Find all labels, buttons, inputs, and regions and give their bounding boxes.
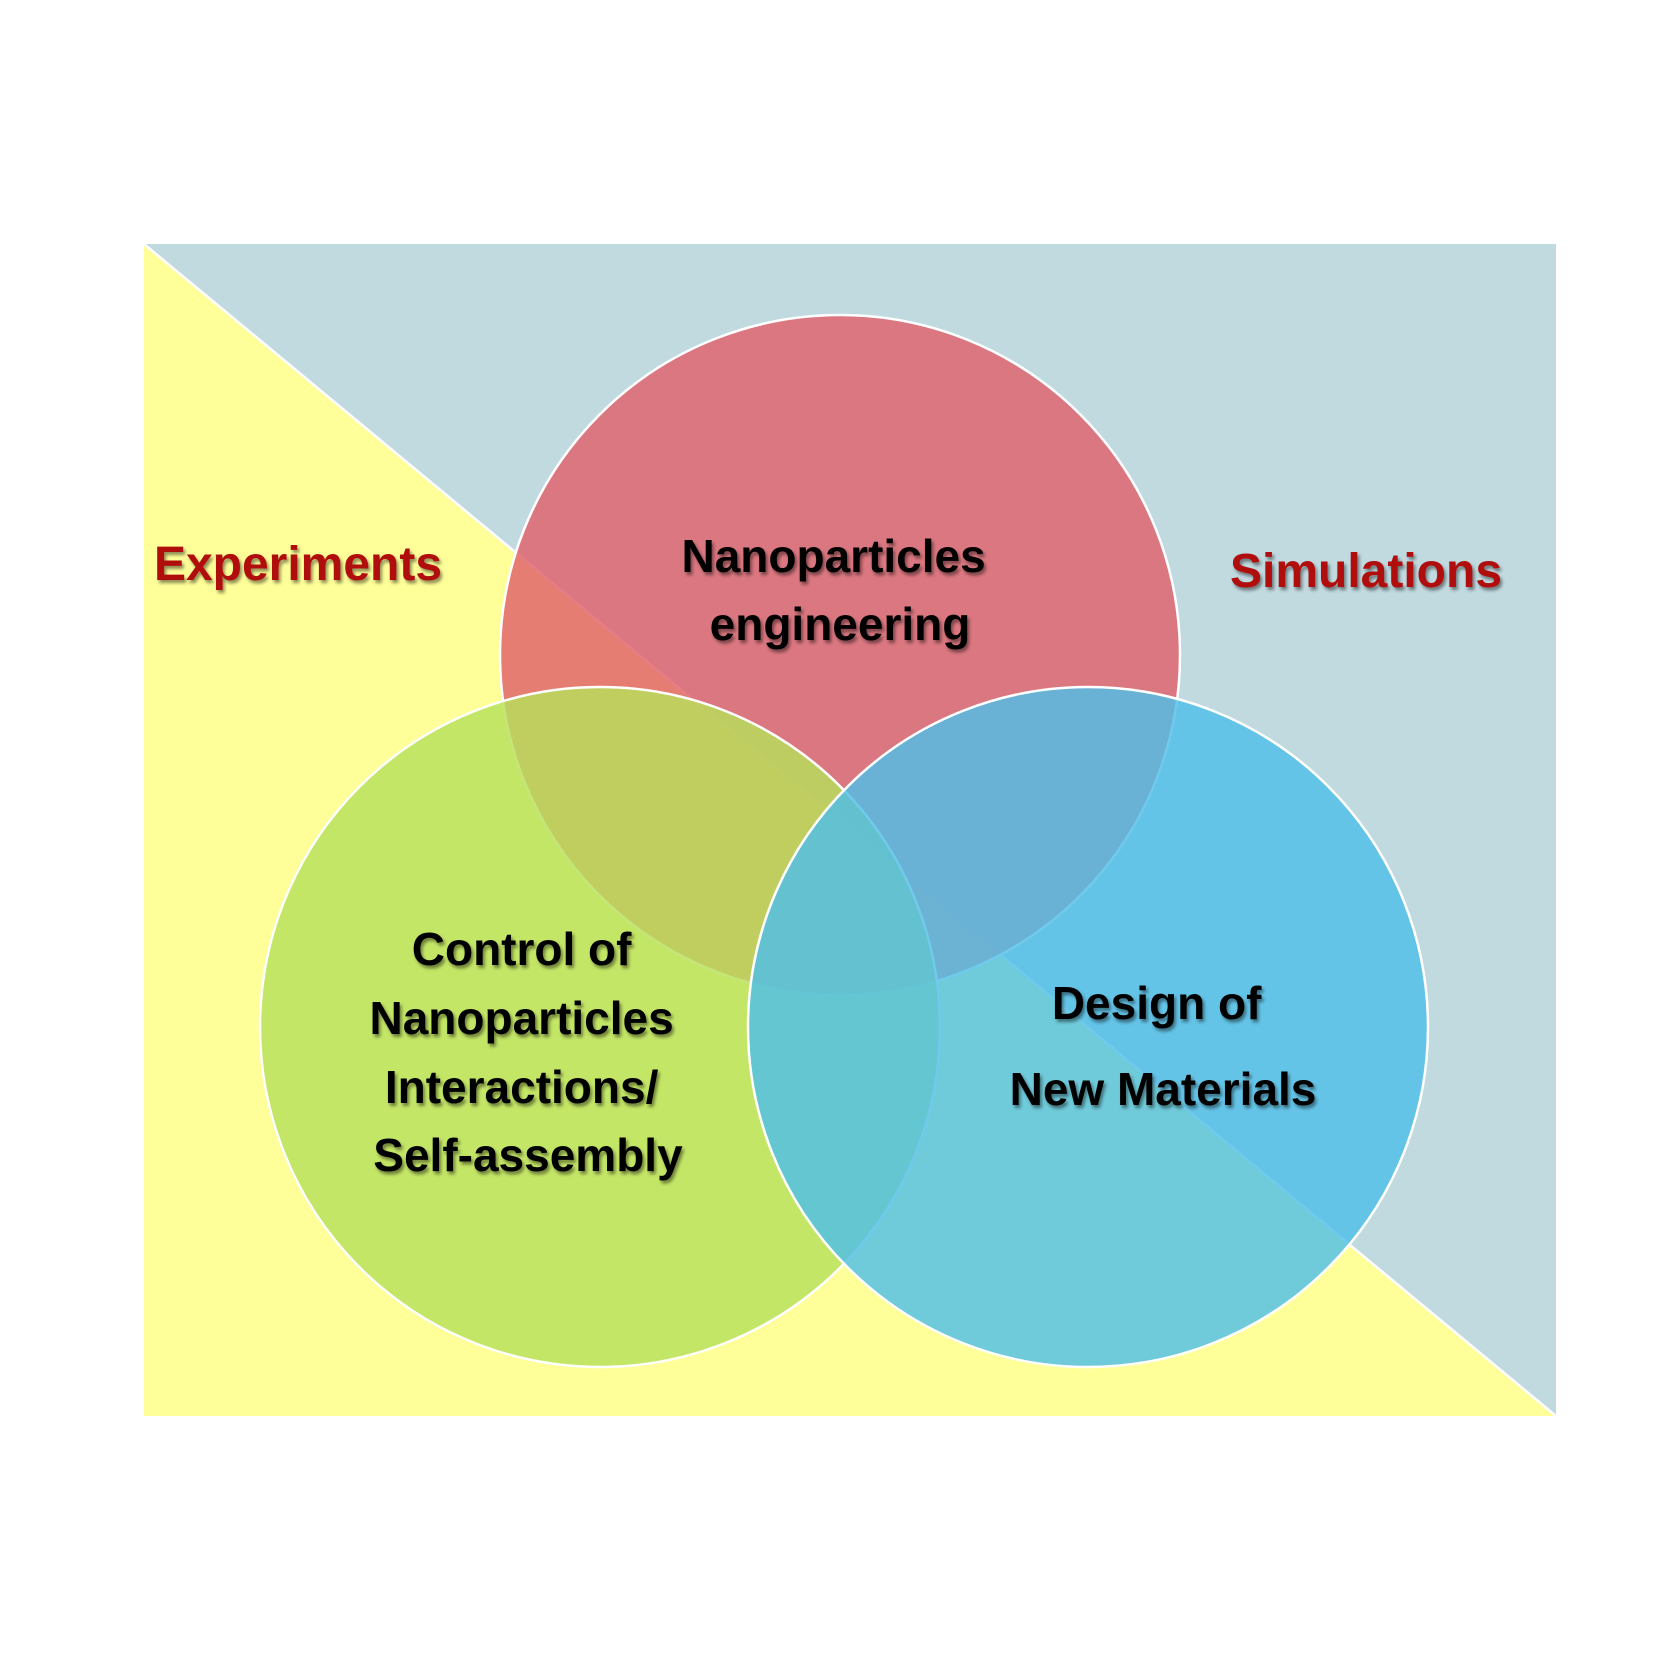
- top-circle-label-line: Nanoparticles: [682, 530, 986, 582]
- bottom-right-circle-label-line: New Materials: [1010, 1063, 1317, 1115]
- simulations-label: Simulations: [1230, 545, 1502, 598]
- circles-layer: [258, 313, 1430, 1369]
- bottom-left-circle-label-line: Self-assembly: [373, 1129, 683, 1181]
- bottom-left-circle-label-line: Interactions/: [385, 1061, 659, 1113]
- top-circle-label-line: engineering: [710, 598, 971, 650]
- bottom-left-circle-label: Control of Nanoparticles Interactions/ S…: [370, 923, 687, 1181]
- bottom-left-circle-label-line: Control of: [412, 923, 632, 975]
- bottom-right-circle-label: Design of New Materials: [1010, 977, 1317, 1115]
- top-circle-label: Nanoparticles engineering: [682, 530, 999, 650]
- new-materials-circle: [746, 685, 1430, 1369]
- experiments-label: Experiments: [154, 538, 442, 591]
- bottom-right-circle-label-line: Design of: [1052, 977, 1262, 1029]
- bottom-left-circle-label-line: Nanoparticles: [370, 992, 674, 1044]
